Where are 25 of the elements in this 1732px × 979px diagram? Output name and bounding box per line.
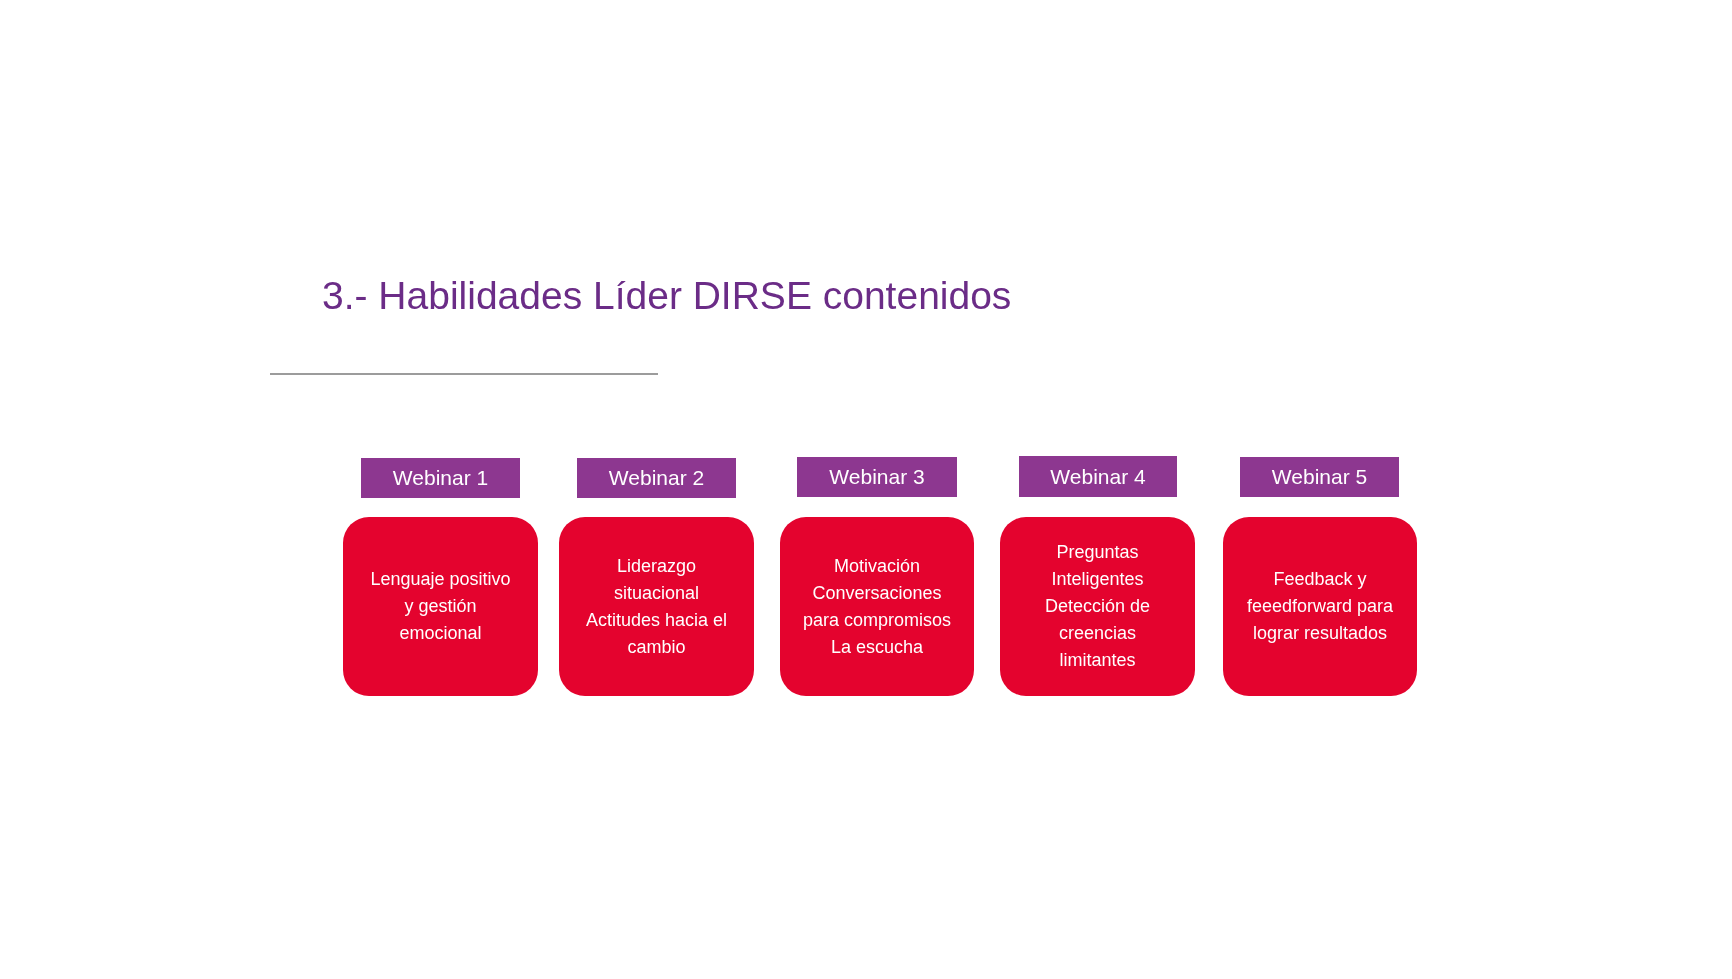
topic-card — [780, 517, 974, 696]
webinar-label: Webinar 1 — [392, 466, 489, 490]
topic-text: Motivación — [833, 554, 920, 578]
topic-text: Liderazgo situacional — [612, 554, 701, 605]
topic-card — [1000, 517, 1195, 696]
topic-text: Detección de creencias limitantes — [1043, 595, 1152, 672]
webinar-label: Webinar 2 — [608, 466, 705, 490]
webinar-label: Webinar 4 — [1050, 464, 1146, 489]
topic-text: Lenguaje positivo y gestión emocional — [369, 568, 512, 645]
webinar-label: Webinar 5 — [1271, 465, 1368, 489]
topic-card — [559, 517, 754, 696]
topic-card — [1223, 517, 1417, 696]
webinar-label: Webinar 3 — [829, 465, 925, 489]
webinar-header — [577, 458, 736, 498]
topic-text: Conversaciones para compromisos — [801, 581, 953, 632]
topic-text: Actitudes hacia el cambio — [584, 608, 729, 659]
topic-text: Feedback y feeedforward para lograr resultados — [1245, 568, 1395, 645]
topic-card — [343, 517, 538, 696]
topic-text: La escucha — [830, 635, 924, 659]
slide-title: 3.- Habilidades Líder DIRSE contenidos — [322, 273, 1012, 319]
webinar-header — [1240, 457, 1399, 497]
webinar-header — [361, 458, 520, 498]
webinar-header — [1019, 456, 1177, 497]
topic-text: Preguntas Inteligentes — [1050, 541, 1145, 591]
webinar-header — [797, 457, 957, 497]
